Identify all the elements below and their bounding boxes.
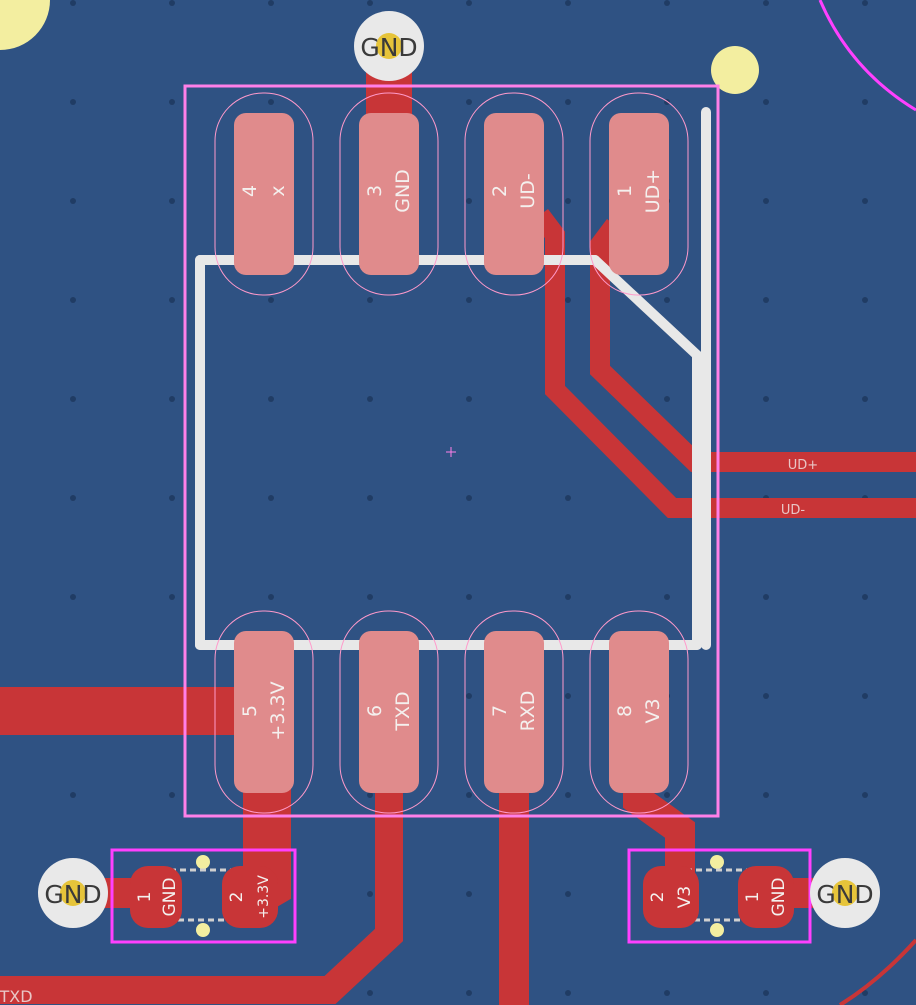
cap-right: 2 V3 1 GND <box>627 848 812 944</box>
pad-1-net: UD+ <box>642 169 664 213</box>
pad-2-number: 2 <box>489 185 511 197</box>
board-edge-arc <box>818 0 916 112</box>
cap-right-pad-1[interactable] <box>738 866 794 928</box>
pad-3-clearance <box>339 92 439 296</box>
via-gnd-right-label: GND <box>816 880 873 909</box>
cap-right-pad-1-net: GND <box>769 878 789 917</box>
pad-5[interactable]: 5 +3.3V <box>214 610 314 814</box>
cap-right-pad-2-number: 2 <box>648 892 668 903</box>
cap-left-pad-1-net: GND <box>160 878 180 917</box>
pad-1-clearance <box>589 92 689 296</box>
cap-left-pad-1-number: 1 <box>135 892 155 903</box>
center-crosshair <box>446 447 456 457</box>
trace-txd <box>0 780 403 1004</box>
pad-8[interactable]: 8 V3 <box>589 610 689 814</box>
ic-courtyard <box>183 84 720 818</box>
pad-2[interactable]: 2 UD- <box>464 92 564 296</box>
trace-label-ud-minus: UD- <box>781 503 806 518</box>
pad-2-copper[interactable] <box>484 113 544 275</box>
cap-right-pad-1-number: 1 <box>743 892 763 903</box>
pad-4-copper[interactable] <box>234 113 294 275</box>
pad-7-clearance <box>464 610 564 814</box>
pad-5-number: 5 <box>239 705 261 717</box>
pad-8-copper[interactable] <box>609 631 669 793</box>
pad-8-clearance <box>589 610 689 814</box>
trace-label-ud-plus: UD+ <box>788 458 818 473</box>
trace-ud-plus <box>590 219 916 472</box>
pad-7-number: 7 <box>489 705 511 717</box>
cap-left-pad-1[interactable] <box>130 866 182 928</box>
pad-6[interactable]: 6 TXD <box>339 610 439 814</box>
pad-5-clearance <box>214 610 314 814</box>
cap-right-pad-2[interactable] <box>643 866 699 928</box>
via-gnd-left[interactable]: GND <box>38 858 108 928</box>
trace-label-txd: TXD <box>0 987 33 1005</box>
pad-4-clearance <box>214 92 314 296</box>
trace-bottom-right <box>838 938 916 1005</box>
pad-8-number: 8 <box>614 705 636 717</box>
corner-mounting-hole <box>0 0 50 50</box>
pad-1-number: 1 <box>614 185 636 197</box>
pad-1[interactable]: 1 UD+ <box>589 92 689 296</box>
pad-2-net: UD- <box>517 173 539 208</box>
pad-7[interactable]: 7 RXD <box>464 610 564 814</box>
via-gnd-top-label: GND <box>360 33 417 62</box>
trace-ud-minus <box>532 209 916 518</box>
pad-6-net: TXD <box>392 691 414 731</box>
pad-4-number: 4 <box>239 185 261 197</box>
pad-2-clearance <box>464 92 564 296</box>
pad-1-copper[interactable] <box>609 113 669 275</box>
pad-4-net: x <box>267 185 289 196</box>
cap-left: 1 GND 2 +3.3V <box>110 848 297 944</box>
pad-6-copper[interactable] <box>359 631 419 793</box>
via-gnd-top[interactable]: GND <box>354 11 424 81</box>
pad-3-copper[interactable] <box>359 113 419 275</box>
pad-5-net: +3.3V <box>267 681 289 740</box>
pad-3[interactable]: 3 GND <box>339 92 439 296</box>
pad-7-copper[interactable] <box>484 631 544 793</box>
cap-left-pad-2-net: +3.3V <box>256 875 272 919</box>
pad-5-copper[interactable] <box>234 631 294 793</box>
pad-3-number: 3 <box>364 185 386 197</box>
pad-6-number: 6 <box>364 705 386 717</box>
via-gnd-left-label: GND <box>44 880 101 909</box>
pin1-marker <box>711 46 759 94</box>
pad-3-net: GND <box>392 169 414 213</box>
pad-6-clearance <box>339 610 439 814</box>
cap-left-pad-2[interactable] <box>222 866 278 928</box>
via-gnd-right[interactable]: GND <box>810 858 880 928</box>
cap-left-pad-2-number: 2 <box>227 892 247 903</box>
pad-8-net: V3 <box>642 698 664 723</box>
cap-right-pad-2-net: V3 <box>675 886 695 908</box>
pad-7-net: RXD <box>517 691 539 732</box>
